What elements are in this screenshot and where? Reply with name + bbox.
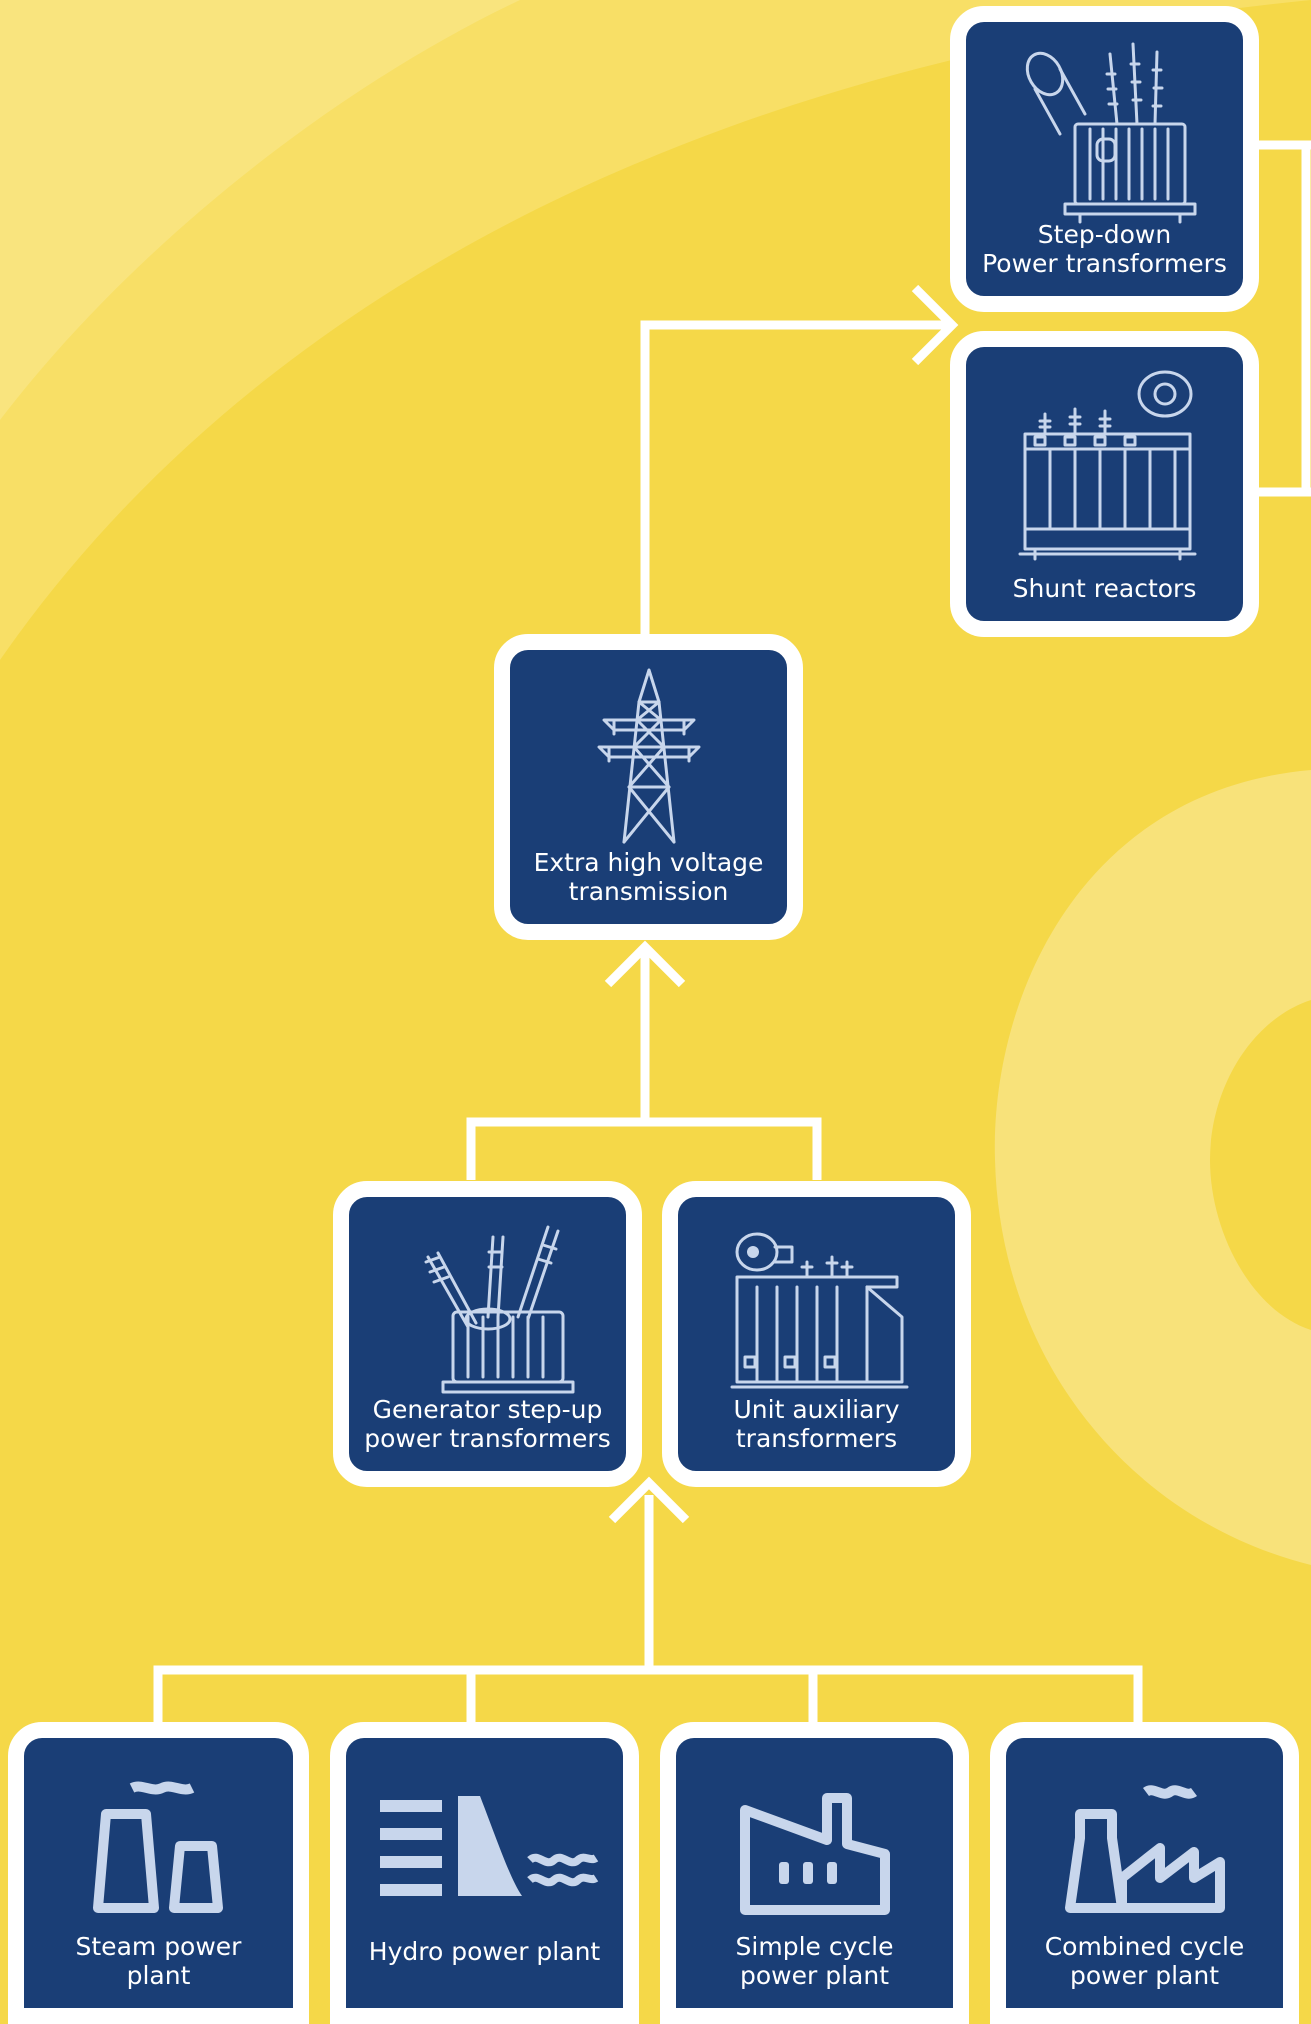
connector-line xyxy=(640,320,950,634)
connector-line xyxy=(153,1665,1143,1722)
combined-cycle-plant-label: Combined cycle power plant xyxy=(1044,1932,1245,1990)
background-swoosh xyxy=(0,0,1311,660)
simple-cycle-plant-label: Simple cycle power plant xyxy=(735,1932,894,1990)
power-transformer-icon xyxy=(966,34,1243,234)
unit-auxiliary-box[interactable]: Unit auxiliary transformers xyxy=(662,1181,971,1487)
arrowhead xyxy=(911,284,959,366)
combined-cycle-plant-box[interactable]: Combined cycle power plant xyxy=(990,1722,1299,2024)
generator-transformer-icon xyxy=(349,1207,626,1407)
factory-icon xyxy=(676,1778,953,1918)
connector-line xyxy=(466,1117,822,1180)
shunt-reactors-box[interactable]: Shunt reactors xyxy=(950,331,1259,637)
step-down-transformers-box[interactable]: Step-down Power transformers xyxy=(950,6,1259,312)
cooling-tower-icon xyxy=(24,1768,293,1918)
shunt-reactors-label: Shunt reactors xyxy=(1012,574,1197,603)
shunt-reactor-icon xyxy=(966,359,1243,569)
unit-auxiliary-label: Unit auxiliary transformers xyxy=(733,1395,900,1453)
auxiliary-transformer-icon xyxy=(678,1207,955,1407)
step-down-transformers-label: Step-down Power transformers xyxy=(982,220,1227,278)
arrowhead xyxy=(604,940,686,988)
combined-plant-icon xyxy=(1006,1768,1283,1918)
hydro-power-plant-box[interactable]: Hydro power plant xyxy=(330,1722,639,2024)
steam-power-plant-box[interactable]: Steam power plant xyxy=(8,1722,309,2024)
steam-power-plant-label: Steam power plant xyxy=(75,1932,242,1990)
generator-step-up-label: Generator step-up power transformers xyxy=(364,1395,611,1453)
simple-cycle-plant-box[interactable]: Simple cycle power plant xyxy=(660,1722,969,2024)
ehv-transmission-box[interactable]: Extra high voltage transmission xyxy=(494,634,803,940)
generator-step-up-box[interactable]: Generator step-up power transformers xyxy=(333,1181,642,1487)
background-swoosh xyxy=(0,0,520,420)
transmission-tower-icon xyxy=(510,662,787,852)
dam-icon xyxy=(346,1788,623,1908)
arrowhead xyxy=(608,1476,690,1524)
hydro-power-plant-label: Hydro power plant xyxy=(368,1937,601,1966)
background-ring xyxy=(994,770,1311,1565)
ehv-transmission-label: Extra high voltage transmission xyxy=(533,848,764,906)
